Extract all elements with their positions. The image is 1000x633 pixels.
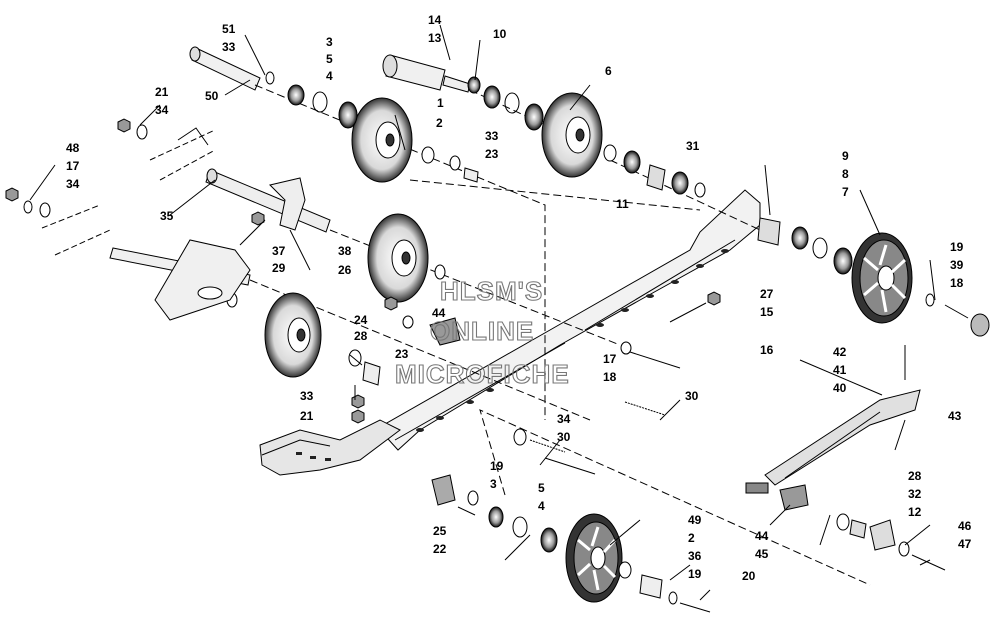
callout: 17 [66,159,80,173]
callout: 39 [950,258,964,272]
lower-idler-wheel [565,513,623,603]
bracket-12 [869,519,896,551]
callout: 4 [326,69,333,83]
axle-center-lines [249,84,871,586]
callout: 48 [66,141,80,155]
callout: 11 [616,197,629,211]
svg-text:ONLINE: ONLINE [430,316,534,346]
callout: 24 [354,313,368,327]
callout: 6 [605,64,612,78]
callout: 34 [66,177,80,191]
callout: 34 [557,412,571,426]
leader-lines [29,24,936,601]
callout: 38 [338,244,352,258]
callout: 35 [160,209,174,223]
callout: 18 [603,370,617,384]
callout: 23 [485,147,499,161]
callout: 8 [842,167,849,181]
callout: 36 [688,549,702,563]
svg-text:HLSM'S: HLSM'S [440,276,543,306]
callout: 13 [428,31,442,45]
callout: 45 [755,547,769,561]
callout: 31 [686,139,700,153]
bracket-29 [154,239,251,321]
callout: 5 [326,52,333,66]
arm-40 [745,389,921,494]
svg-text:MICROFICHE: MICROFICHE [395,359,570,389]
callout: 27 [760,287,774,301]
watermark: HLSM'S ONLINE MICROFICHE [394,275,570,389]
callout: 49 [688,513,702,527]
callout: 7 [842,185,849,199]
callout: 30 [557,430,571,444]
spacer-14 [382,54,471,93]
callout: 51 [222,22,236,36]
callout: 21 [155,85,169,99]
bracket-25 [431,474,456,506]
callout: 33 [222,40,236,54]
pin-51 [189,46,261,91]
callout: 17 [603,352,617,366]
callout: 15 [760,305,774,319]
callout: 10 [493,27,507,41]
bearings [23,71,990,605]
callout: 41 [833,363,847,377]
bolts [457,302,946,613]
bracket-26 [269,177,306,231]
callout: 16 [760,343,774,357]
callout: 46 [958,519,972,533]
callout: 19 [950,240,964,254]
callout: 20 [742,569,756,583]
callout: 33 [485,129,499,143]
callout: 23 [395,347,409,361]
callout: 19 [688,567,702,581]
callout: 4 [538,499,545,513]
callout: 28 [908,469,922,483]
callout: 42 [833,345,847,359]
callout: 2 [436,116,443,130]
callout: 44 [755,529,769,543]
callout: 19 [490,459,504,473]
callout: 44 [432,306,446,320]
idler-wheel-upper-6 [541,92,603,178]
callout: 34 [155,103,169,117]
bracket-44 [429,317,809,511]
idler-wheel-upper-1 [351,97,413,183]
callout: 47 [958,537,972,551]
callout: 18 [950,276,964,290]
idler-wheel-lower [264,292,322,378]
callout: 25 [433,524,447,538]
callout: 28 [354,329,368,343]
idler-wheel-mid-1 [367,213,429,303]
callout: 26 [338,263,352,277]
callout: 21 [300,409,314,423]
callout: 30 [685,389,699,403]
callout: 12 [908,505,922,519]
callout: 9 [842,149,849,163]
callout: 33 [300,389,314,403]
callout: 43 [948,409,962,423]
callout: 14 [428,13,442,27]
slide-rail-left [259,419,401,476]
callout: 40 [833,381,847,395]
callout: 2 [688,531,695,545]
callout: 50 [205,89,219,103]
callout: 1 [437,96,444,110]
callout-labels: 51 33 50 14 13 10 3 5 4 6 1 2 21 34 33 2… [66,13,972,583]
callout: 37 [272,244,286,258]
callout: 32 [908,487,922,501]
callout: 22 [433,542,447,556]
callout: 5 [538,481,545,495]
callout: 3 [326,35,333,49]
nuts [5,118,721,424]
shaft-35 [205,168,331,233]
rear-idler-wheel [851,232,913,324]
callout: 29 [272,261,286,275]
callout: 3 [490,477,497,491]
rail-stub-upper [41,127,216,256]
